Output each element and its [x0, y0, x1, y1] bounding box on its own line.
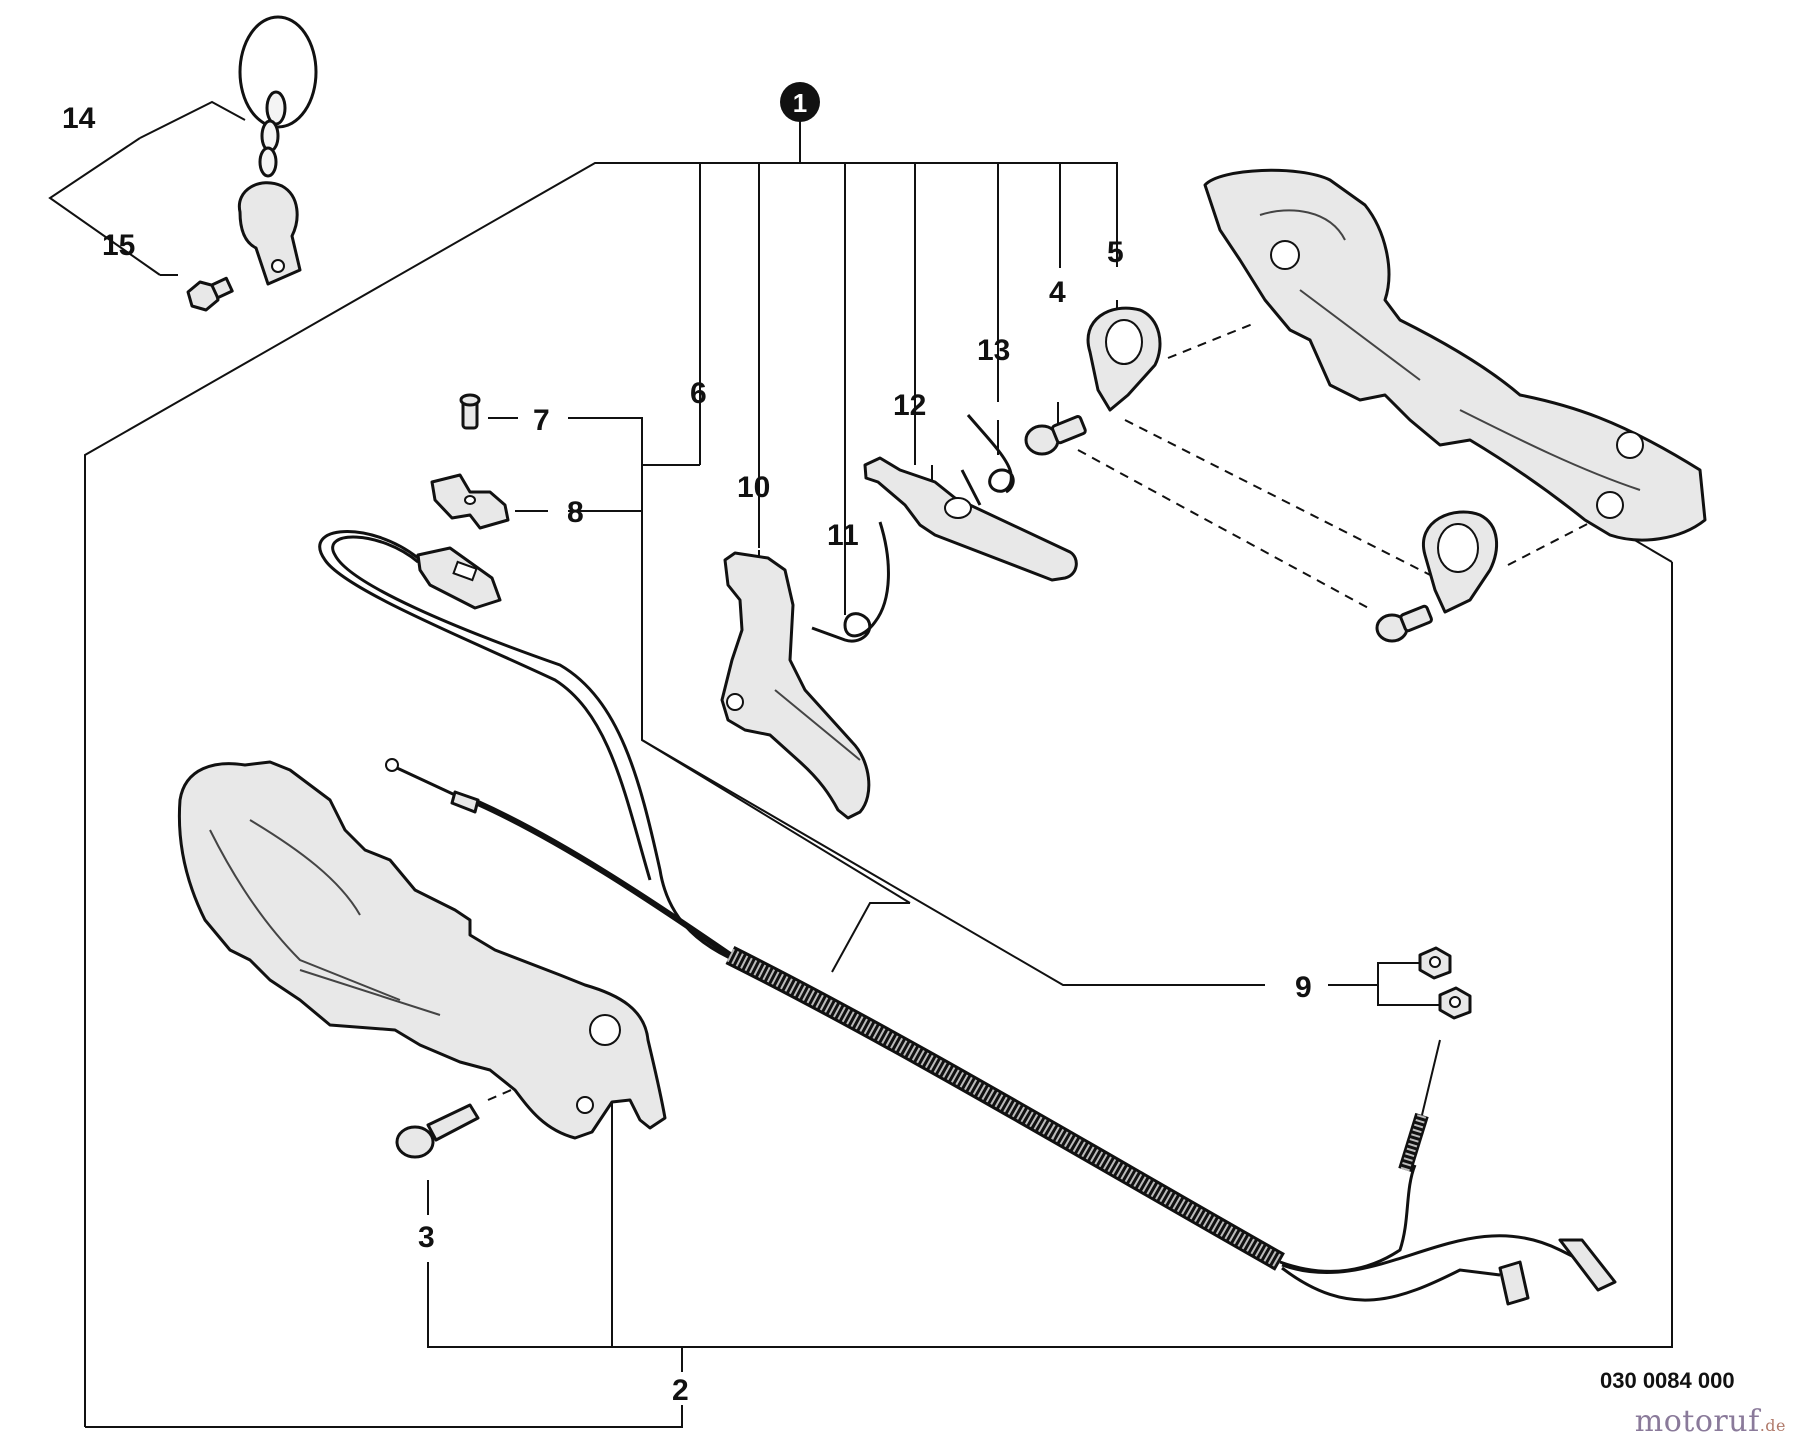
hanger-bolt-part [186, 276, 234, 312]
assembly-marker: 1 [780, 82, 820, 122]
callout-15: 15 [102, 229, 135, 262]
callout-9: 9 [1295, 971, 1312, 1004]
throttle-cable-part [385, 758, 1617, 1306]
callout-10: 10 [737, 471, 770, 504]
lower-clamp-part [1375, 510, 1499, 643]
callout-4: 4 [1049, 276, 1066, 309]
spring-11-part [811, 521, 890, 643]
screw-7-part [459, 393, 481, 430]
callout-11: 11 [827, 519, 859, 552]
callout-13: 13 [977, 334, 1010, 367]
watermark-suffix: .de [1759, 1416, 1786, 1435]
callout-14: 14 [62, 102, 96, 135]
callout-12: 12 [893, 389, 926, 422]
callout-7: 7 [533, 404, 550, 437]
callout-2: 2 [672, 1374, 689, 1407]
upper-clamp-part [1086, 306, 1162, 412]
nut-9a-part [1418, 946, 1452, 980]
callout-5: 5 [1107, 236, 1124, 269]
handle-bolt-part [395, 1103, 480, 1159]
nut-9b-part [1438, 986, 1472, 1020]
watermark-main: motoruf [1634, 1404, 1760, 1439]
callout-6: 6 [690, 377, 707, 410]
trigger-10-part [720, 551, 871, 820]
front-handle-housing-part [177, 760, 667, 1140]
plate-8-part [430, 473, 510, 530]
drawing-code: 030 0084 000 [1600, 1368, 1735, 1393]
hanger-clip-part [237, 15, 318, 286]
rear-handle-housing-part [1203, 168, 1707, 542]
callout-3: 3 [418, 1221, 435, 1254]
spring-13-part [960, 414, 1015, 506]
clamp-screw-part [1024, 415, 1087, 456]
watermark-logo: motoruf.de [1635, 1404, 1786, 1439]
svg-text:1: 1 [793, 88, 807, 118]
callout-8: 8 [567, 496, 584, 529]
switch-wire-part [318, 530, 761, 972]
lever-12-part [863, 456, 1078, 582]
